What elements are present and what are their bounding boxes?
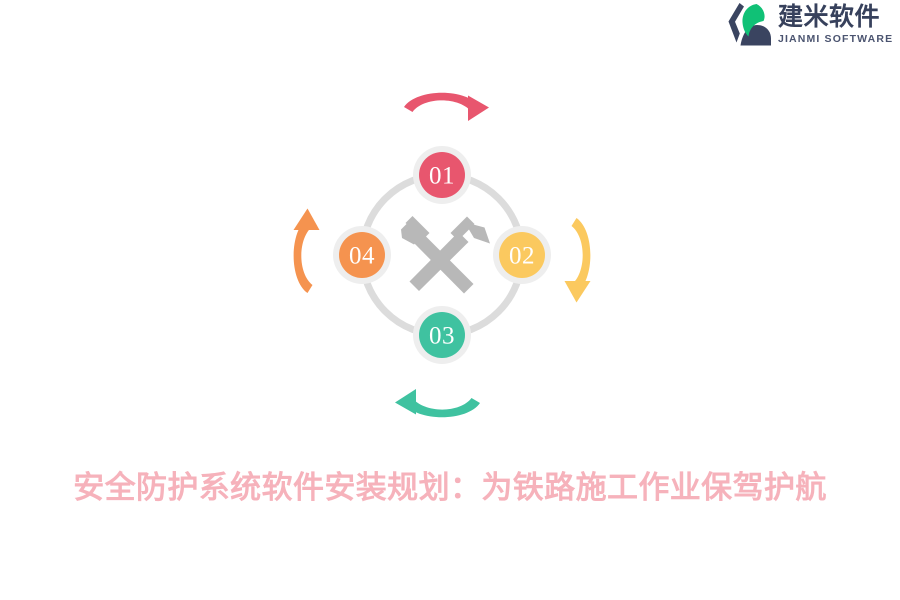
- jianmi-leaf-logo-icon: [728, 3, 771, 46]
- cycle-node-02[interactable]: 02: [493, 226, 551, 284]
- node-01-label: 01: [429, 163, 455, 190]
- node-02-disc: [499, 232, 545, 278]
- brand-text-block: 建米软件 JIANMI SOFTWARE: [778, 3, 893, 45]
- node-03-disc: [419, 312, 465, 358]
- curved-arrow-clockwise-bottom-icon: [395, 389, 480, 418]
- cycle-diagram: 01 02 03: [262, 55, 622, 435]
- node-04-disc: [339, 232, 385, 278]
- brand-logo: 建米软件 JIANMI SOFTWARE: [726, 0, 896, 48]
- node-01-disc: [419, 152, 465, 198]
- node-04-label: 04: [349, 243, 375, 270]
- curved-arrow-clockwise-left-icon: [293, 208, 320, 293]
- cycle-node-03[interactable]: 03: [413, 306, 471, 364]
- brand-name: 建米软件: [778, 3, 881, 32]
- curved-arrow-clockwise-right-icon: [564, 218, 591, 303]
- node-03-label: 03: [429, 323, 455, 350]
- cycle-node-01[interactable]: 01: [413, 146, 471, 204]
- curved-arrow-clockwise-top-icon: [404, 92, 489, 121]
- cycle-diagram-svg: 01 02 03: [293, 92, 591, 418]
- cycle-node-04[interactable]: 04: [333, 226, 391, 284]
- brand-subtitle: JIANMI SOFTWARE: [778, 33, 894, 46]
- crossed-hammers-icon: [401, 216, 490, 294]
- page-title: 安全防护系统软件安装规划：为铁路施工作业保驾护航: [73, 470, 827, 505]
- node-02-label: 02: [509, 243, 535, 270]
